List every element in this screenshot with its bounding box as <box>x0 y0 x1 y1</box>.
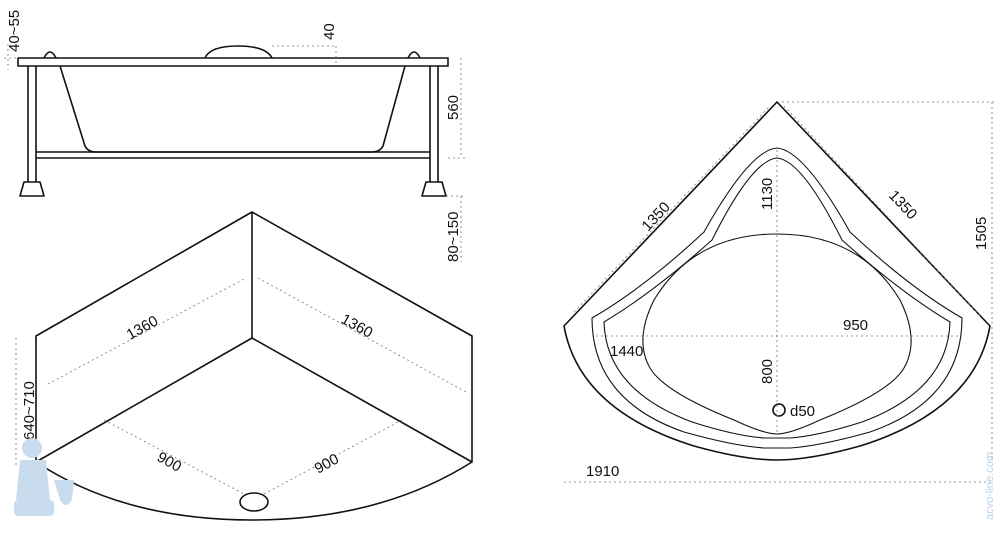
top-dim-side-left <box>573 105 771 313</box>
panel-label-height: 640~710 <box>21 381 38 440</box>
side-label-headrest: 40 <box>321 23 338 40</box>
top-label-length: 1130 <box>759 178 776 210</box>
side-dim-depth <box>448 58 466 159</box>
panel-outline <box>35 211 473 521</box>
watermark: acvo-line.com <box>984 452 996 520</box>
top-label-width: 1910 <box>586 463 619 480</box>
side-leg-left <box>27 66 37 182</box>
side-label-rim: 40~55 <box>6 10 23 52</box>
panel-label-inner-left: 900 <box>154 449 184 476</box>
top-label-basin-width: 950 <box>843 317 868 334</box>
panel-label-left: 1360 <box>124 312 161 343</box>
side-rim-bump-left <box>43 51 57 59</box>
side-rim <box>17 57 449 67</box>
side-label-depth: 560 <box>445 95 462 120</box>
side-label-leg: 80~150 <box>445 212 462 262</box>
panel-drain <box>239 492 269 512</box>
top-dim-side-right <box>783 105 983 319</box>
plumber-logo <box>14 438 74 516</box>
side-tub-body <box>59 65 406 153</box>
top-drain <box>772 403 786 417</box>
top-dim-depth <box>782 101 996 460</box>
panel-label-inner-right: 900 <box>312 450 342 477</box>
panel-dim-inner-right <box>263 419 403 495</box>
top-basin <box>642 233 912 435</box>
top-inner-rim-2 <box>603 157 951 439</box>
side-foot-right <box>421 181 447 197</box>
side-crossbar <box>36 151 430 159</box>
side-headrest <box>204 45 273 59</box>
panel-label-right: 1360 <box>338 311 375 342</box>
panel-bottom-edges <box>35 337 473 463</box>
top-inner-rim <box>591 147 963 449</box>
top-label-side-right: 1350 <box>885 187 920 223</box>
side-dim-rim <box>4 44 18 70</box>
top-label-depth: 1505 <box>973 217 990 250</box>
top-label-drain: d50 <box>790 403 815 420</box>
top-label-basin-depth: 800 <box>759 359 776 384</box>
top-outline <box>563 101 991 461</box>
panel-view: 1360 1360 640~710 900 900 <box>15 211 473 521</box>
side-dim-headrest <box>272 45 337 66</box>
side-foot-left <box>19 181 45 197</box>
top-label-inner-width: 1440 <box>610 343 643 360</box>
top-view: 1350 1350 1910 1505 1130 1440 950 800 d5… <box>563 101 996 483</box>
side-dim-leg <box>446 195 466 262</box>
side-leg-right <box>429 66 439 182</box>
side-view: 40~55 40 560 80~150 <box>4 10 466 262</box>
side-rim-bump-right <box>407 51 421 59</box>
panel-dim-inner-left <box>103 419 245 495</box>
